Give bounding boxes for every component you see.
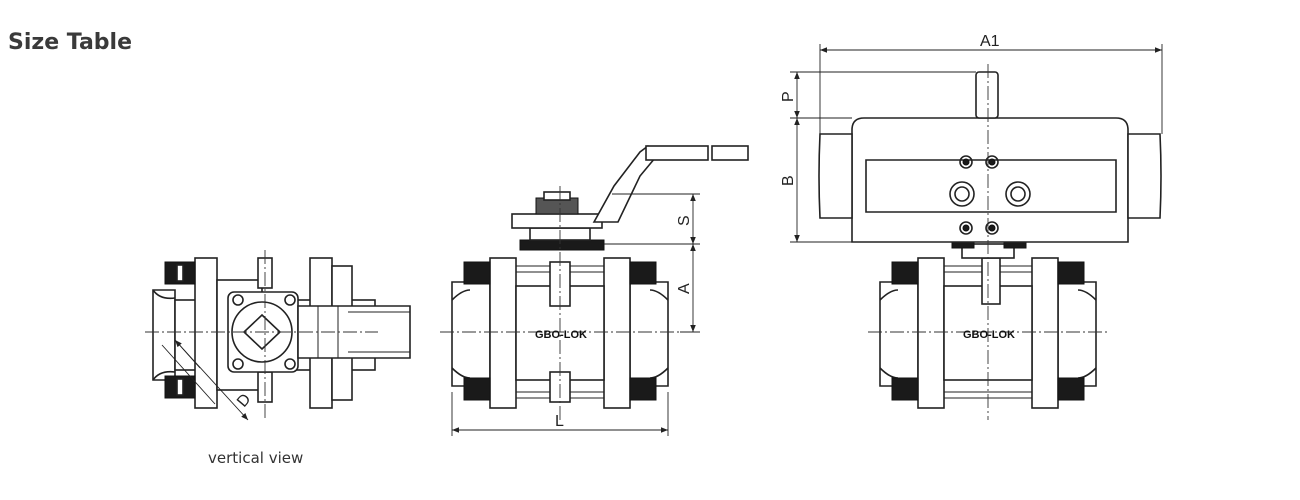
vertical-view-caption: vertical view xyxy=(208,449,304,467)
page-title: Size Table xyxy=(8,30,132,55)
dimension-label-a1: A1 xyxy=(980,33,1000,50)
dimension-label-p: P xyxy=(780,91,797,102)
dimension-label-a: A xyxy=(676,283,693,294)
dimension-label-b: B xyxy=(780,175,797,186)
vertical-view-drawing xyxy=(145,250,411,421)
brand-label-front: GBO-LOK xyxy=(535,329,587,341)
dimension-label-s: S xyxy=(676,215,693,226)
dimension-label-l: L xyxy=(555,413,564,430)
actuator-view-drawing xyxy=(790,44,1163,420)
brand-label-actuator: GBO-LOK xyxy=(963,329,1015,341)
front-view-drawing xyxy=(440,145,749,436)
